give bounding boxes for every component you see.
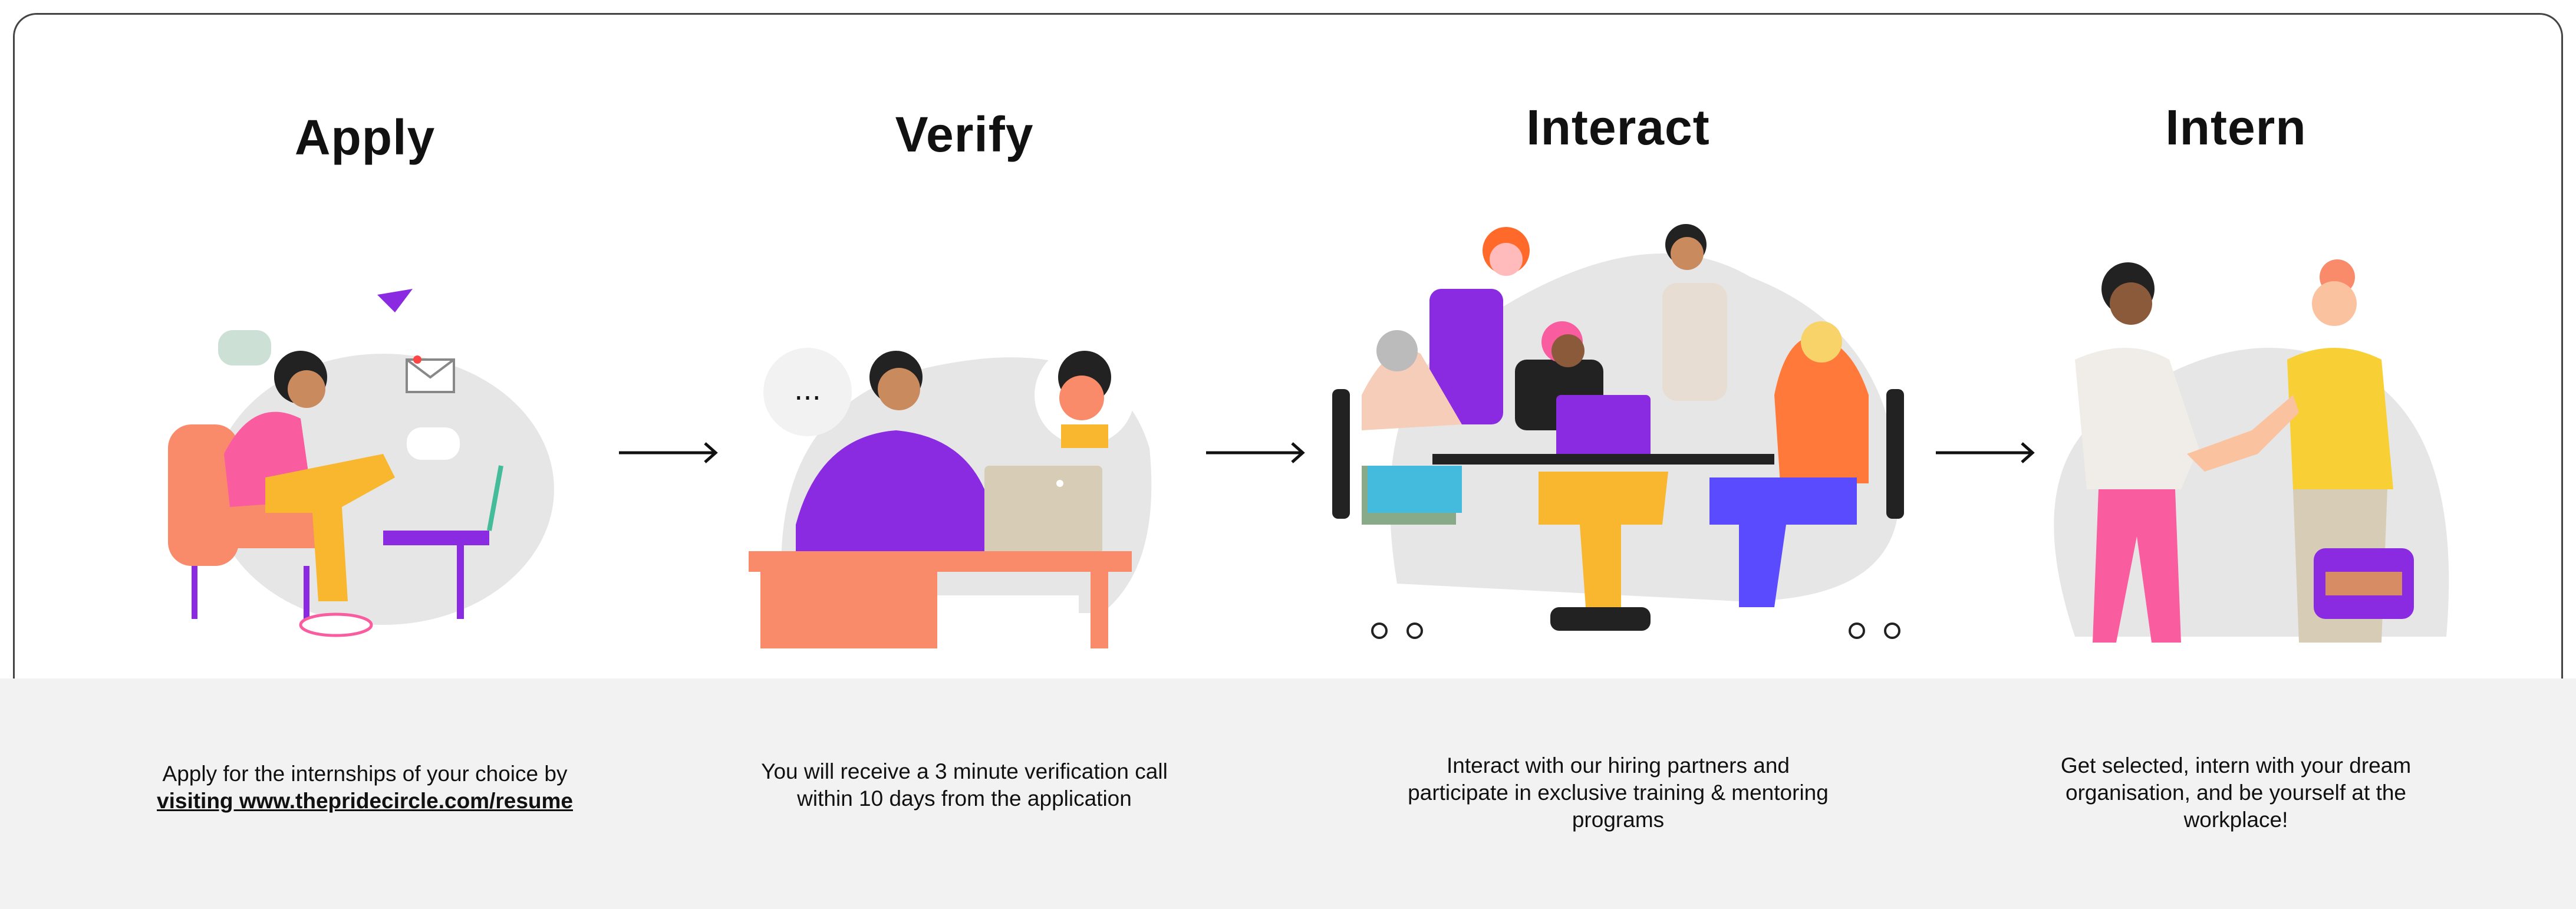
step-title-interact: Interact — [1526, 100, 1710, 155]
speech-bubble-dots: ... — [794, 374, 821, 407]
arrow-right-icon — [619, 442, 718, 463]
step-description-apply: Apply for the internships of your choice… — [141, 760, 589, 815]
step-title-intern: Intern — [2165, 100, 2307, 155]
step-title-verify: Verify — [895, 107, 1034, 162]
arrow-right-icon — [1936, 442, 2035, 463]
resume-link[interactable]: visiting www.thepridecircle.com/resume — [157, 789, 573, 813]
step-description-interact: Interact with our hiring partners and pa… — [1408, 753, 1829, 832]
apply-description-text: Apply for the internships of your choice… — [162, 762, 568, 786]
arrow-right-icon — [1206, 442, 1305, 463]
apply-illustration — [168, 289, 554, 637]
step-description-intern: Get selected, intern with your dream org… — [2060, 753, 2412, 832]
card-frame — [13, 13, 2563, 720]
interact-illustration — [1332, 224, 1904, 639]
intern-illustration — [2054, 259, 2449, 643]
verify-illustration: ... — [749, 345, 1152, 648]
step-description-verify: You will receive a 3 minute verification… — [761, 759, 1168, 811]
description-panel — [0, 679, 2576, 909]
step-title-apply: Apply — [294, 110, 436, 165]
